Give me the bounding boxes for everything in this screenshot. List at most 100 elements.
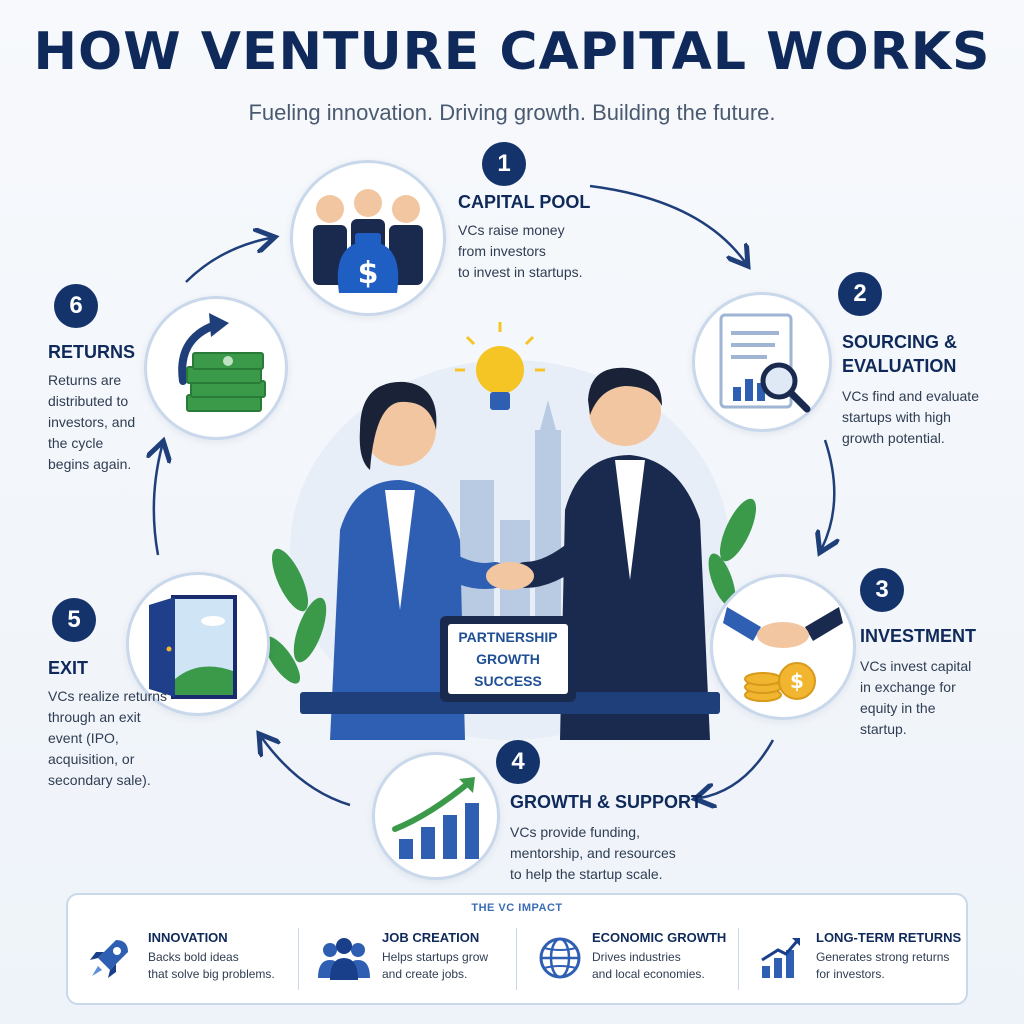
impact-item-innovation: INNOVATION Backs bold ideas that solve b… <box>148 930 296 1000</box>
step-3-text: INVESTMENT VCs invest capital in exchang… <box>860 624 1020 740</box>
vc-impact-panel <box>66 893 968 1005</box>
bar-chart-icon <box>761 938 800 978</box>
page-subtitle: Fueling innovation. Driving growth. Buil… <box>248 100 776 125</box>
step-1-illustration: $ <box>290 160 446 316</box>
step-6-desc-5: begins again. <box>48 456 132 472</box>
step-5-number: 5 <box>52 598 96 642</box>
vc-impact-heading: THE VC IMPACT <box>471 902 563 914</box>
magnifier-report-icon <box>719 313 811 413</box>
step-6-desc-1: Returns are <box>48 372 122 388</box>
handshake-coins-icon: $ <box>723 607 843 702</box>
step-1-number: 1 <box>482 142 526 186</box>
arrow-5-to-6 <box>154 446 162 556</box>
step-5-text: EXIT VCs realize returns through an exit… <box>48 656 198 791</box>
step-3-title: INVESTMENT <box>860 626 977 646</box>
desk <box>300 692 720 714</box>
step-5-desc-2: through an exit <box>48 709 141 725</box>
impact-economy-title: ECONOMIC GROWTH <box>592 930 727 945</box>
step-3-desc-4: startup. <box>860 721 907 737</box>
impact-divider-1 <box>298 928 299 990</box>
impact-jobs-title: JOB CREATION <box>382 930 480 945</box>
laptop-line-partnership: PARTNERSHIP <box>458 629 558 645</box>
step-1-desc-1: VCs raise money <box>458 222 565 238</box>
impact-jobs-desc: Helps startups grow and create jobs. <box>382 949 512 983</box>
central-handshake-illustration <box>263 322 757 740</box>
step-5-title: EXIT <box>48 658 89 678</box>
arrow-2-to-3 <box>822 439 834 548</box>
impact-jobs-desc-2: and create jobs. <box>382 967 468 981</box>
step-6-text: RETURNS Returns are distributed to inves… <box>48 340 188 475</box>
svg-text:$: $ <box>358 256 379 291</box>
step-2-title-line-1: SOURCING & <box>842 332 958 352</box>
step-2-text: SOURCING & EVALUATION VCs find and evalu… <box>842 330 1020 449</box>
people-icon <box>318 938 370 980</box>
step-6-desc-2: distributed to <box>48 393 129 409</box>
step-5-desc-5: secondary sale). <box>48 772 151 788</box>
impact-innovation-desc-1: Backs bold ideas <box>148 950 239 964</box>
step-4-desc-1: VCs provide funding, <box>510 824 640 840</box>
growth-chart-icon <box>392 777 479 859</box>
laptop-screen-text: PARTNERSHIP GROWTH SUCCESS <box>448 626 568 692</box>
laptop-line-growth: GROWTH <box>476 651 540 667</box>
step-4-title: GROWTH & SUPPORT <box>510 792 702 812</box>
impact-economy-desc-2: and local economies. <box>592 967 705 981</box>
step-5-desc-3: event (IPO, <box>48 730 119 746</box>
open-door-icon <box>149 595 237 699</box>
handshake-icon <box>486 562 534 590</box>
step-2-number: 2 <box>838 272 882 316</box>
step-6-illustration <box>144 296 288 440</box>
cash-stack-icon <box>178 313 266 412</box>
impact-returns-desc-1: Generates strong returns <box>816 950 950 964</box>
step-4-desc-3: to help the startup scale. <box>510 866 663 882</box>
step-6-number: 6 <box>54 284 98 328</box>
impact-economy-desc-1: Drives industries <box>592 950 681 964</box>
step-2-illustration <box>692 292 832 432</box>
step-5-desc-1: VCs realize returns <box>48 688 168 704</box>
money-bag-icon: $ <box>313 189 423 293</box>
step-3-desc-2: in exchange for <box>860 679 956 695</box>
step-3-number: 3 <box>860 568 904 612</box>
page-title: HOW VENTURE CAPITAL WORKS <box>33 22 991 82</box>
laptop-line-success: SUCCESS <box>474 673 542 689</box>
arrow-3-to-4 <box>700 739 775 798</box>
impact-item-long-term-returns: LONG-TERM RETURNS Generates strong retur… <box>816 930 964 1000</box>
impact-innovation-desc-2: that solve big problems. <box>148 967 275 981</box>
impact-innovation-desc: Backs bold ideas that solve big problems… <box>148 949 296 983</box>
lightbulb-icon <box>455 322 545 410</box>
rocket-icon <box>90 940 128 978</box>
step-2-title-line-2: EVALUATION <box>842 356 957 376</box>
step-4-text: GROWTH & SUPPORT VCs provide funding, me… <box>510 790 730 885</box>
step-2-desc-3: growth potential. <box>842 430 945 446</box>
step-1-title: CAPITAL POOL <box>458 192 591 212</box>
impact-item-job-creation: JOB CREATION Helps startups grow and cre… <box>382 930 512 1000</box>
step-4-illustration <box>372 752 500 880</box>
arrow-4-to-5 <box>262 738 351 807</box>
step-2-desc-1: VCs find and evaluate <box>842 388 979 404</box>
svg-text:$: $ <box>790 669 804 693</box>
step-1-desc-3: to invest in startups. <box>458 264 583 280</box>
impact-returns-title: LONG-TERM RETURNS <box>816 930 962 945</box>
impact-item-economic-growth: ECONOMIC GROWTH Drives industries and lo… <box>592 930 734 1000</box>
step-3-illustration: $ <box>710 574 856 720</box>
step-2-desc-2: startups with high <box>842 409 951 425</box>
step-1-text: CAPITAL POOL VCs raise money from invest… <box>458 190 658 283</box>
step-6-desc-3: investors, and <box>48 414 136 430</box>
step-3-desc-3: equity in the <box>860 700 936 716</box>
step-5-desc-4: acquisition, or <box>48 751 135 767</box>
impact-returns-desc-2: for investors. <box>816 967 885 981</box>
impact-divider-3 <box>738 928 739 990</box>
step-1-desc-2: from investors <box>458 243 546 259</box>
impact-innovation-title: INNOVATION <box>148 930 228 945</box>
impact-divider-2 <box>516 928 517 990</box>
step-5-illustration <box>126 572 270 716</box>
step-3-desc-1: VCs invest capital <box>860 658 972 674</box>
step-4-desc-2: mentorship, and resources <box>510 845 676 861</box>
step-4-number: 4 <box>496 740 540 784</box>
arrow-1-to-2 <box>589 184 745 262</box>
step-6-desc-4: the cycle <box>48 435 104 451</box>
impact-economy-desc: Drives industries and local economies. <box>592 949 734 983</box>
globe-icon <box>539 937 581 979</box>
plant-right-icon <box>708 498 757 607</box>
arrow-6-to-1 <box>185 238 270 283</box>
